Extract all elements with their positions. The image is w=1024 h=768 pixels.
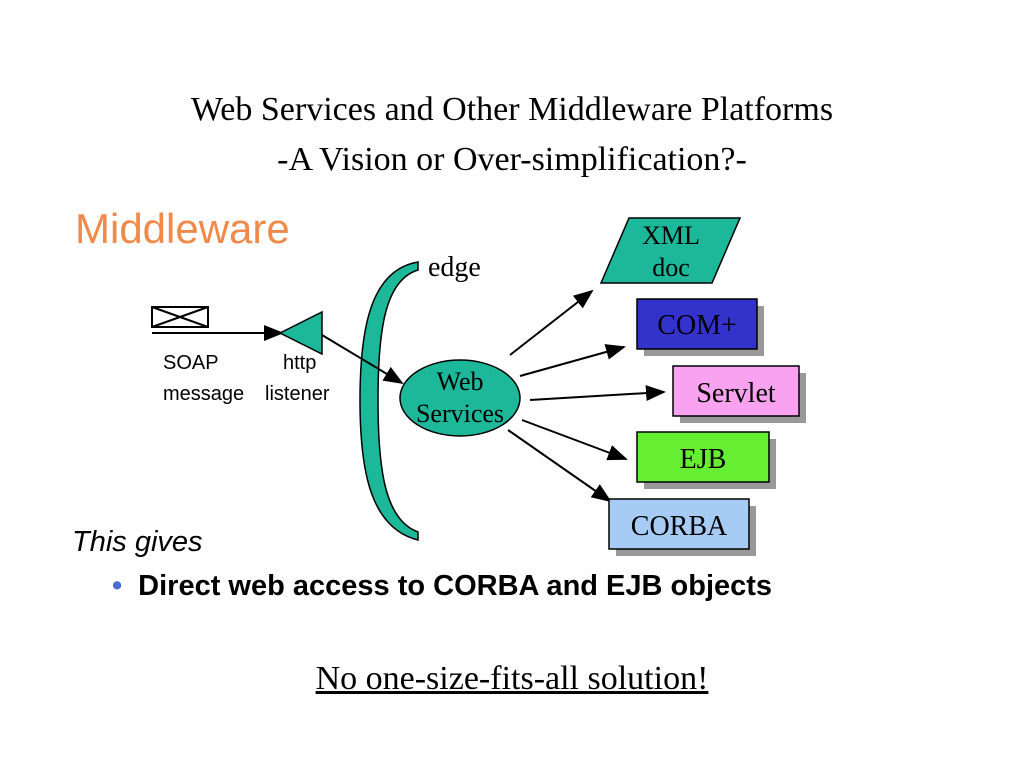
arrow-to-ejb: [521, 419, 628, 461]
slide-title-line1: Web Services and Other Middleware Platfo…: [190, 91, 834, 128]
bullet-dot-icon: •: [112, 570, 123, 602]
ejb-node: [636, 431, 770, 483]
xml-doc-node: [599, 217, 742, 284]
web-services-label-1: Web: [437, 367, 484, 396]
middleware-heading: Middleware: [75, 205, 290, 252]
bullet-text: Direct web access to CORBA and EJB objec…: [138, 570, 773, 602]
http-label-1: http: [283, 352, 316, 374]
http-listener-shape: [278, 310, 323, 356]
corba-node: [608, 498, 750, 550]
corba-label: CORBA: [631, 511, 728, 542]
arrow-to-com: [519, 344, 626, 377]
xml-label-2: doc: [652, 253, 690, 282]
com-label: COM+: [657, 310, 737, 341]
web-services-node: [399, 359, 521, 437]
soap-label-1: SOAP: [163, 352, 219, 374]
arrow-to-servlet: [529, 385, 666, 402]
this-gives-text: This gives: [72, 526, 203, 558]
web-services-label-2: Services: [416, 399, 504, 428]
listener-to-webservices-arrow: [321, 334, 404, 385]
footer-conclusion: No one-size-fits-all solution!: [315, 660, 709, 697]
edge-curve: [359, 261, 419, 541]
soap-envelope-icon: [151, 306, 209, 328]
arrow-to-xml: [509, 289, 594, 356]
servlet-node: [672, 365, 800, 417]
http-label-2: listener: [265, 383, 330, 405]
com-node: [636, 298, 758, 350]
xml-label-1: XML: [642, 221, 700, 250]
servlet-label: Servlet: [696, 378, 776, 409]
slide-title-line2: -A Vision or Over-simplification?-: [277, 141, 747, 178]
bullet-item: • Direct web access to CORBA and EJB obje…: [112, 570, 772, 603]
soap-label-2: message: [163, 383, 244, 405]
arrow-to-corba: [507, 429, 612, 503]
edge-label: edge: [428, 252, 481, 283]
ejb-label: EJB: [680, 444, 727, 475]
